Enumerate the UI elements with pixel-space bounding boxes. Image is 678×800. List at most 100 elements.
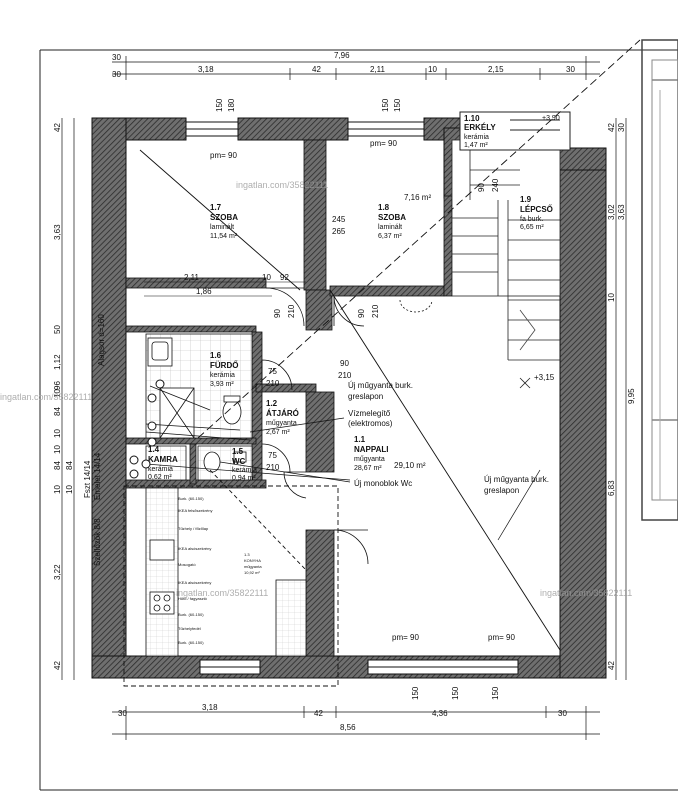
staircase [451,139,561,389]
room-floor: műgyanta [244,564,262,569]
dim-interior: 90 [273,309,282,318]
note-fszt: Fszt 14/14 [83,460,92,498]
kitchen-item: Mosogató [178,562,196,567]
sheet-border [39,49,678,791]
note-floor: greslapon [348,392,383,401]
dim-right: 30 [617,123,626,132]
room-name: FÜRDŐ [210,361,238,370]
kitchen-item: Tűzhely / főzőlap [178,526,209,531]
room-number: 1.3 [244,552,250,557]
room-number: 1.1 [354,435,366,444]
room-number: 1.8 [378,203,390,212]
note-emelet: Emelet 14/14 [93,452,102,500]
room-name: LÉPCSŐ [520,205,553,214]
room-floor: műgyanta [354,456,385,463]
dim-interior: 92 [280,273,289,282]
dim-window: 150 [215,98,224,112]
dim-top: 3,18 [198,65,214,74]
bathroom-fixtures [147,337,242,439]
room-name: KONYHA [244,558,261,563]
kitchen-item: Hűtő / fagyasztó [178,596,208,601]
room-1-6: 1.6 FÜRDŐ kerámia 3,93 m² [210,351,238,388]
room-number: 1.7 [210,203,222,212]
dim-window: 150 [393,98,402,112]
dim-interior: 2,11 [184,273,200,282]
left-dimensions [61,118,75,680]
dim-left: 3,63 [53,224,62,240]
room-area: 1,47 m² [464,142,488,149]
watermark: ingatlan.com/35822111 [0,392,92,402]
note-floor: Új műgyanta burk. [484,475,549,484]
note-wc: Új monoblok Wc [354,479,412,488]
kitchen-item-list: Burk. (60-150) IKEA felsőszekrény Tűzhel… [178,496,212,645]
room-floor: kerámia [232,467,257,474]
dim-right: 10 [607,293,616,302]
pm-label: pm= 90 [210,151,237,160]
note-heater: Vízmelegítő [348,409,391,418]
dim-bottom-total: 8,56 [340,723,356,732]
room-name: ÁTJÁRÓ [266,409,299,418]
note-heater: (elektromos) [348,419,393,428]
dim-right: 6,83 [607,480,616,496]
dim-interior: 1,86 [196,287,212,296]
note-szellozok: Szellőzők 8/8 [93,518,102,566]
dim-interior: 210 [287,304,296,318]
kitchen-item: IKEA alsószekrény [178,580,211,585]
dim-interior: 90 [357,309,366,318]
room-name: KAMRA [148,455,178,464]
dim-top-total: 7,96 [334,51,350,60]
kitchen-annex-outline [123,485,339,687]
room-floor: fa burk. [520,216,543,223]
dim-interior: 10 [262,273,271,282]
kitchen-item: IKEA felsőszekrény [178,508,212,513]
room-floor: műgyanta [266,420,297,427]
dim-left: 10 [53,429,62,438]
watermark: ingatlan.com/35822111 [540,588,632,598]
dim-top: 42 [312,65,321,74]
room-1-7: pm= 90 1.7 SZOBA laminált 11,54 m² [210,151,238,240]
kitchen-item: Burk. (60-150) [178,496,204,501]
pm-label: pm= 90 [392,633,419,642]
level-label: +3,15 [534,373,555,382]
dim-right: 42 [607,123,616,132]
right-dimensions [615,118,627,680]
note-alagsor: Alagsor d=160 [97,314,106,366]
dim-top: 30 [112,70,121,79]
room-number: 1.6 [210,351,222,360]
note-floor: Új műgyanta burk. [348,381,413,390]
dim-left: 10 [53,389,62,398]
bottom-dimensions [112,706,600,740]
room-name: ERKÉLY [464,123,496,132]
dim-left: 10 [65,485,74,494]
dim-left: 84 [53,461,62,470]
dim-left: 1,12 [53,354,62,370]
dim-interior: 90 [477,183,486,192]
room-1-9: 1.9 LÉPCSŐ fa burk. 6,65 m² [520,195,553,231]
dim-window: 150 [491,686,500,700]
dim-window: 180 [227,98,236,112]
dim-window: 150 [451,686,460,700]
room-floor: kerámia [148,466,173,473]
room-area: 6,37 m² [378,233,402,240]
room-total-area: 29,10 m² [394,461,426,470]
shaft-markers [129,379,165,479]
dim-interior: 90 [340,359,349,368]
dim-bottom: 30 [118,709,127,718]
dim-interior: 240 [491,178,500,192]
dim-interior: 210 [338,371,352,380]
kitchen-item: IKEA alsószekrény [178,546,211,551]
dim-bottom: 3,18 [202,703,218,712]
room-1-2: 1.2 ÁTJÁRÓ műgyanta 2,67 m² [266,399,299,436]
reference-diagonals [139,39,641,651]
room-floor: laminált [210,224,234,231]
interior-dimensions: 245 265 2,11 10 92 1,86 90 210 90 210 90… [144,98,515,700]
room-1-3: 1.3 KONYHA műgyanta 10,92 m² [244,552,262,575]
kitchen-item: Tűzhelyfedél [178,626,201,631]
dim-interior: 210 [371,304,380,318]
dim-bottom: 30 [558,709,567,718]
dim-top: 30 [112,53,121,62]
dim-left: 96 [53,381,62,390]
note-floor: greslapon [484,486,519,495]
dim-window: 150 [411,686,420,700]
